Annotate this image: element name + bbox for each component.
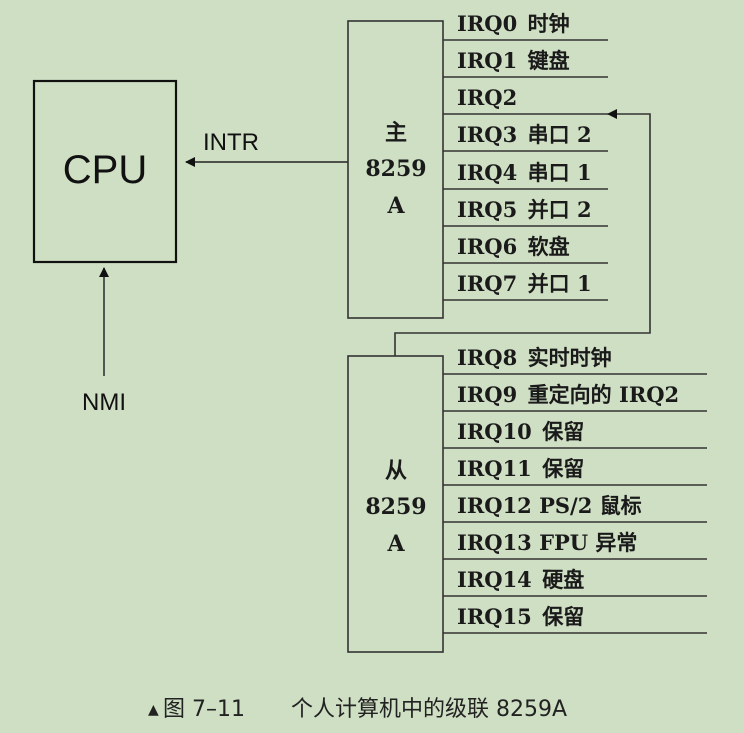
master-irq-row: IRQ5 并口 2	[443, 197, 608, 227]
slave-irq-label: IRQ14 硬盘	[457, 567, 584, 592]
slave-label-line-2: 8259	[365, 494, 426, 520]
cpu-box	[32, 79, 178, 264]
master-irq-label: IRQ7 并口 1	[457, 271, 592, 296]
caption-figure-number: 图 7–11	[163, 697, 245, 722]
master-irq-row: IRQ2	[443, 85, 608, 115]
master-irq-row: IRQ0 时钟	[443, 11, 608, 41]
slave-irq-row: IRQ9 重定向的 IRQ2	[443, 382, 707, 412]
slave-irq-label: IRQ9 重定向的 IRQ2	[457, 382, 679, 407]
master-irq-row: IRQ3 串口 2	[443, 122, 608, 152]
master-irq-row: IRQ7 并口 1	[443, 271, 608, 301]
master-irq-label: IRQ1 键盘	[457, 48, 570, 73]
caption-marker: ▲	[148, 702, 159, 718]
cpu-label: CPU	[63, 148, 147, 192]
slave-irq-row: IRQ14 硬盘	[443, 567, 707, 597]
caption-title: 个人计算机中的级联 8259A	[291, 697, 567, 722]
slave-irq-label: IRQ13 FPU 异常	[457, 530, 637, 555]
master-box	[347, 20, 444, 319]
master-label-line-1: 主	[385, 120, 407, 146]
slave-irq-row: IRQ13 FPU 异常	[443, 530, 707, 560]
master-label-line-3: A	[386, 193, 405, 219]
slave-irq-row: IRQ11 保留	[443, 456, 707, 486]
master-irq-label: IRQ2	[457, 85, 517, 110]
master-irq-label: IRQ4 串口 1	[457, 160, 592, 185]
master-irq-row: IRQ1 键盘	[443, 48, 608, 78]
slave-irq-label: IRQ8 实时时钟	[457, 345, 612, 370]
nmi-label: NMI	[82, 389, 126, 416]
master-irq-label: IRQ5 并口 2	[457, 197, 592, 222]
master-label-line-2: 8259	[365, 156, 426, 182]
slave-irq-label: IRQ12 PS/2 鼠标	[457, 493, 642, 518]
cascade-connection-arrow	[394, 109, 651, 356]
slave-label-line-1: 从	[385, 458, 407, 484]
slave-irq-row: IRQ15 保留	[443, 604, 707, 634]
slave-irq-row: IRQ10 保留	[443, 419, 707, 449]
slave-irq-label: IRQ15 保留	[457, 604, 584, 629]
slave-irq-label: IRQ11 保留	[457, 456, 584, 481]
master-irq-label: IRQ3 串口 2	[457, 122, 592, 147]
slave-irq-row: IRQ12 PS/2 鼠标	[443, 493, 707, 523]
slave-irq-label: IRQ10 保留	[457, 419, 584, 444]
master-irq-label: IRQ6 软盘	[457, 234, 570, 259]
intr-label: INTR	[203, 129, 259, 156]
slave-irq-row: IRQ8 实时时钟	[443, 345, 707, 375]
master-irq-label: IRQ0 时钟	[457, 11, 570, 36]
slave-label-line-3: A	[386, 531, 405, 557]
cpu-block: CPU	[32, 79, 178, 264]
figure-caption: ▲ 图 7–11 个人计算机中的级联 8259A	[148, 697, 567, 722]
master-irq-row: IRQ4 串口 1	[443, 160, 608, 190]
master-irq-row: IRQ6 软盘	[443, 234, 608, 264]
